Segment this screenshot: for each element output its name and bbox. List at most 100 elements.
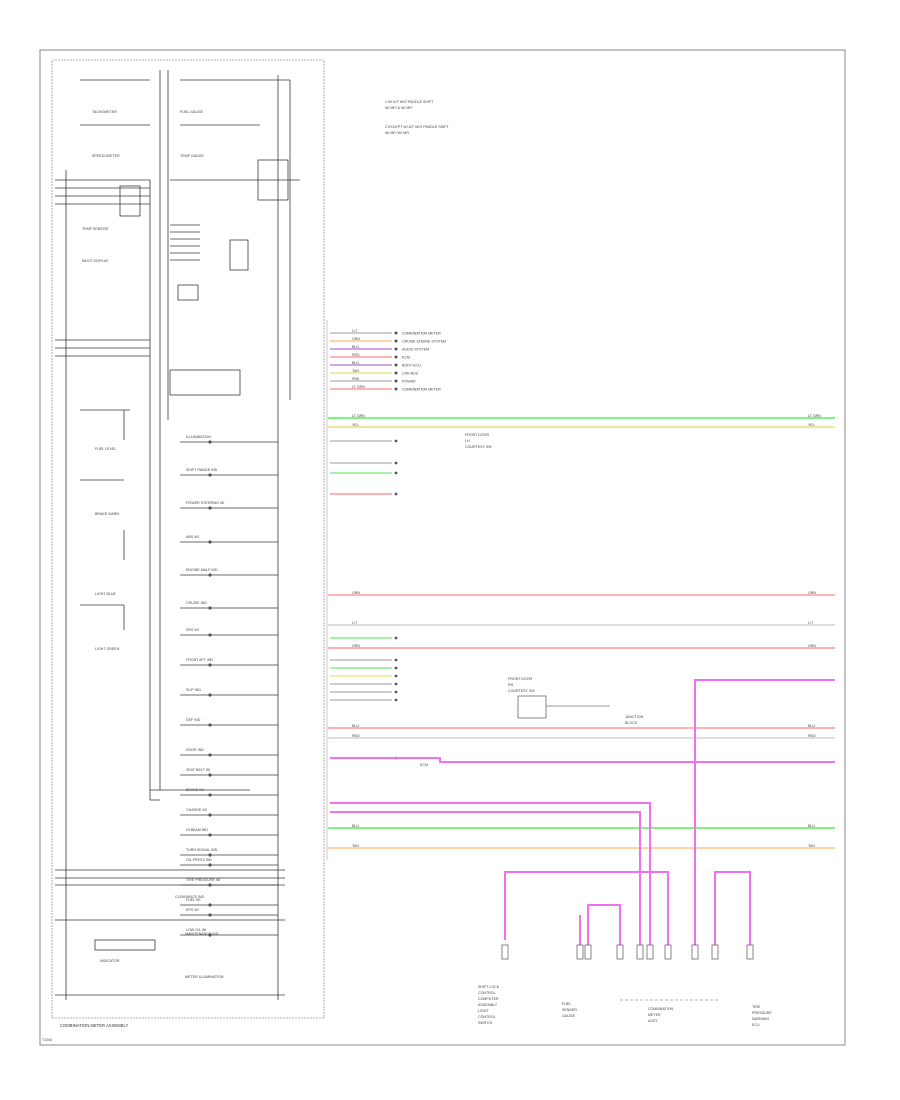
- indicator-lamp: [208, 606, 212, 610]
- wire-code: BLU: [352, 361, 359, 365]
- cluster-title: COMBINATION METER ASSEMBLY: [60, 1023, 128, 1028]
- wire-stub: [330, 636, 398, 640]
- wire-destination: CRUISE ENGINE SYSTEM: [402, 340, 446, 344]
- magenta-wire: [587, 904, 621, 945]
- wire-terminal: [394, 347, 398, 351]
- wire-code-right: ORN: [808, 591, 816, 595]
- wire-terminal: [394, 690, 398, 694]
- legend-line-2b: W/ MFI W/ MFI: [385, 131, 409, 135]
- indicator-label: SHIFT RANGE IND: [186, 468, 218, 472]
- indicator-row: SEAT BELT WI: [180, 768, 278, 777]
- wire-stub: [330, 682, 398, 686]
- indicator-lamp: [208, 633, 212, 637]
- bottom-mid2-1: COMBINATION: [648, 1007, 673, 1011]
- wire-code: TAN: [352, 844, 359, 848]
- wire-stub: [330, 492, 398, 496]
- label-fuel-level: FUEL LEVEL: [95, 447, 116, 451]
- connector-pin: [636, 944, 644, 960]
- wire-destination: AUDIO SYSTEM: [402, 348, 429, 352]
- front-door-lh-3: COURTESY SW: [465, 445, 492, 449]
- connector-pin: [501, 944, 509, 960]
- spiral-cable-label: ECM: [420, 763, 428, 767]
- indicator-lamp: [208, 663, 212, 667]
- indicator-row: DEF IND: [180, 718, 278, 727]
- wire-harness: L/T COMBINATION METER GRN CRUISE ENGINE SYS…: [326, 320, 835, 960]
- bottom-left-3: COMPUTER: [478, 997, 499, 1001]
- label-maintenance-ind: MAINTENANCE IND: [185, 932, 219, 936]
- indicator-label: LOW OIL WI: [186, 928, 206, 932]
- indicator-lamp: [208, 723, 212, 727]
- indicator-label: POWER STEERING WI: [186, 501, 224, 505]
- indicator-label: BRAKE WI: [186, 788, 204, 792]
- wire-terminal: [394, 658, 398, 662]
- indicator-row: SLIP IND: [180, 688, 278, 697]
- magenta-wire: [694, 679, 835, 945]
- wire-code: GRN: [352, 644, 360, 648]
- indicator-lamp: [208, 540, 212, 544]
- label-multi-display: MULTI DISPLAY: [82, 259, 109, 263]
- bottom-mid1-3: GAUGE: [562, 1014, 576, 1018]
- indicator-label: EPS WI: [186, 908, 199, 912]
- indicator-label: SRS WI: [186, 628, 199, 632]
- wire-terminal: [394, 387, 398, 391]
- wire-code: RED: [352, 734, 360, 738]
- bottom-mid1-1: FUEL: [562, 1002, 571, 1006]
- wire-stub: [330, 666, 398, 670]
- legend-line-1b: W/ MFI & W/ MFI: [385, 106, 413, 110]
- connector-pin: [646, 944, 654, 960]
- wire-stub: [330, 698, 398, 702]
- label-meter-illumination: METER ILLUMINATION: [185, 975, 224, 979]
- junction-block-2: BLOCK: [625, 721, 638, 725]
- bottom-left-5: LIGHT: [478, 1009, 489, 1013]
- combination-meter-assembly: [51, 59, 325, 1019]
- bottom-left-6: CONTROL: [478, 1015, 496, 1019]
- bottom-left-4: ASSEMBLY: [478, 1003, 498, 1007]
- connector-pin: [664, 944, 672, 960]
- indicator-lamp: [208, 903, 212, 907]
- label-indicator: INDICATOR: [100, 959, 120, 963]
- wire-code-right: BLU: [808, 824, 815, 828]
- indicator-lamp: [208, 793, 212, 797]
- wire-destination: ECM: [402, 356, 410, 360]
- indicator-lamp: [208, 863, 212, 867]
- indicator-row: FRONT AFT IND: [180, 658, 278, 667]
- bottom-mid2-3: ASSY: [648, 1019, 658, 1023]
- indicator-row: TIRE PRESSURE WI: [180, 878, 278, 887]
- wire-code: YEL: [352, 423, 359, 427]
- wire-terminal: [394, 461, 398, 465]
- wire-code: L/T: [352, 621, 358, 625]
- indicator-row: BRAKE WI: [180, 788, 278, 797]
- wire-code: PNK: [352, 377, 360, 381]
- indicator-label: SEAT BELT WI: [186, 768, 210, 772]
- wire-terminal: [394, 355, 398, 359]
- connector-pin: [746, 944, 754, 960]
- front-door-rh-3: COURTESY SW: [508, 689, 535, 693]
- indicator-label: ENGINE MALF IND: [186, 568, 218, 572]
- magenta-wire: [330, 757, 835, 763]
- wire-terminal: [394, 363, 398, 367]
- indicator-row: ABS WI: [180, 535, 278, 544]
- wire-code-right: YEL: [808, 423, 815, 427]
- diagram-border: [39, 49, 846, 1046]
- long-wire: YEL YEL: [328, 423, 835, 428]
- wire-stub: [330, 461, 398, 465]
- indicator-lamp: [208, 753, 212, 757]
- indicator-lamp: [208, 506, 212, 510]
- wire-code: L/T: [352, 329, 358, 333]
- indicator-label: DOOR IND: [186, 748, 204, 752]
- wire-destination: COMBINATION METER: [402, 388, 441, 392]
- wire-stub: [330, 658, 398, 662]
- label-speedometer: SPEEDOMETER: [92, 154, 120, 158]
- indicator-label: FUEL WI: [186, 898, 200, 902]
- bottom-mid1-2: SENDER: [562, 1008, 577, 1012]
- bottom-mid2-2: METER: [648, 1013, 661, 1017]
- indicator-label: TURN SIGNAL IND: [186, 848, 218, 852]
- indicator-lamp: [208, 933, 212, 937]
- legend-line-1: 1 W/ A/T W/O PADDLE SHIFT: [385, 100, 434, 104]
